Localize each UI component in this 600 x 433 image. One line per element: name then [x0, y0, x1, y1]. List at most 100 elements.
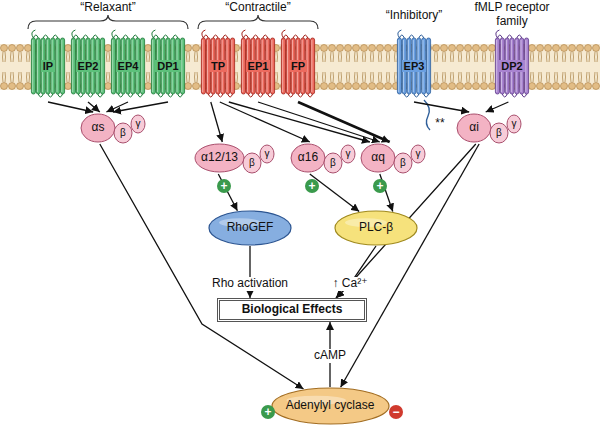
alpha-subunit — [195, 144, 244, 172]
node-label: α16 — [298, 151, 318, 165]
receptor-loop — [208, 94, 213, 97]
receptor-loop — [258, 94, 263, 97]
receptor-loop — [507, 35, 512, 38]
helix-stripe — [271, 40, 272, 92]
signal-arrow — [220, 102, 310, 142]
receptor-terminus — [282, 30, 286, 38]
helix-stripe — [427, 40, 428, 92]
receptor: FP — [280, 30, 316, 102]
receptor-loop — [414, 94, 419, 97]
receptor-loop — [33, 35, 38, 38]
node-label: RhoGEF — [227, 221, 274, 235]
enzyme-ellipse: Adenylyl cyclase — [271, 387, 390, 425]
receptor-loop — [517, 35, 522, 38]
node-label: Adenylyl cyclase — [286, 399, 375, 413]
subunit-label: γ — [346, 148, 351, 160]
helix-stripe — [207, 40, 208, 92]
helix — [31, 38, 35, 94]
beta-subunit — [243, 153, 261, 173]
receptor-terminus — [202, 30, 206, 38]
signal-arrow — [310, 174, 359, 212]
receptor-terminus — [112, 30, 116, 38]
group-label: “Contractile” — [225, 1, 290, 15]
helix-stripe — [152, 40, 153, 92]
receptor-loop — [83, 35, 88, 38]
helix-stripe — [181, 40, 182, 92]
signal-arrow — [88, 102, 100, 112]
gamma-subunit — [411, 145, 425, 163]
receptor: TP — [200, 30, 236, 102]
receptor-loop — [268, 94, 273, 97]
alpha-subunit — [81, 114, 115, 142]
signal-arrow — [113, 102, 168, 112]
helix-stripe — [112, 40, 113, 92]
subunit-label: β — [400, 157, 406, 169]
receptor-terminus — [32, 30, 36, 38]
helix-stripe — [141, 40, 142, 92]
effect-box: Biological Effects — [217, 298, 367, 322]
receptor-terminus — [398, 30, 402, 38]
helix — [311, 38, 315, 94]
helix-stripe — [287, 40, 288, 92]
receptor-loop — [138, 94, 143, 97]
subunit-label: β — [249, 157, 255, 169]
node-label: αi — [469, 121, 479, 135]
receptor-loop — [98, 94, 103, 97]
helix — [101, 38, 105, 94]
receptor-loop — [228, 94, 233, 97]
receptor-loop — [48, 94, 53, 97]
receptor: EP3 — [396, 30, 432, 102]
node-label: αq — [371, 151, 385, 165]
helix-stripe — [101, 40, 102, 92]
helix-stripe — [525, 40, 526, 92]
helix-stripe — [72, 40, 73, 92]
node-label: EP4 — [116, 60, 141, 73]
edge-label: cAMP — [312, 349, 348, 363]
helix-stripe — [61, 40, 62, 92]
receptor-loop — [399, 35, 404, 38]
node-label: EP1 — [246, 60, 271, 73]
node-label: EP2 — [76, 60, 101, 73]
helix — [181, 38, 185, 94]
receptor: EP2 — [70, 30, 106, 102]
subunit-label: γ — [512, 118, 517, 130]
receptor-loop — [308, 94, 313, 97]
receptor: DP2 — [494, 30, 530, 102]
node-label: IP — [41, 60, 55, 73]
gamma-subunit — [341, 145, 355, 163]
signal-arrow — [298, 102, 390, 142]
node-label: EP3 — [402, 60, 427, 73]
receptor-loop — [118, 94, 123, 97]
receptor-loop — [263, 35, 268, 38]
signal-arrow — [48, 102, 93, 112]
receptor-loop — [43, 35, 48, 38]
receptor-loop — [168, 94, 173, 97]
ellipse-outline — [272, 388, 389, 424]
sign-symbol: + — [217, 179, 231, 193]
group-label: “Inhibitory” — [386, 9, 443, 23]
receptor: EP1 — [240, 30, 276, 102]
receptor-loop — [58, 94, 63, 97]
receptor-loop — [203, 35, 208, 38]
receptor-terminus — [496, 30, 500, 38]
g-protein: αqβγ — [360, 142, 426, 174]
gamma-subunit — [131, 115, 145, 133]
group-label: “Relaxant” — [80, 1, 135, 15]
helix-stripe — [37, 40, 38, 92]
g-protein: α16βγ — [290, 142, 356, 174]
receptor-loop — [113, 35, 118, 38]
alpha-subunit — [457, 114, 491, 142]
receptor-loop — [248, 94, 253, 97]
signal-arrow — [100, 144, 304, 389]
receptor-loop — [78, 94, 83, 97]
signal-arrow — [211, 102, 223, 142]
enzyme-ellipse: RhoGEF — [208, 210, 292, 246]
receptor-loop — [223, 35, 228, 38]
signal-arrow — [414, 102, 469, 112]
subunit-label: γ — [265, 148, 270, 160]
sign-symbol: + — [261, 405, 275, 419]
helix-stripe — [231, 40, 232, 92]
gamma-subunit — [260, 145, 274, 163]
receptor-loop — [128, 94, 133, 97]
group-bracket — [28, 15, 188, 29]
